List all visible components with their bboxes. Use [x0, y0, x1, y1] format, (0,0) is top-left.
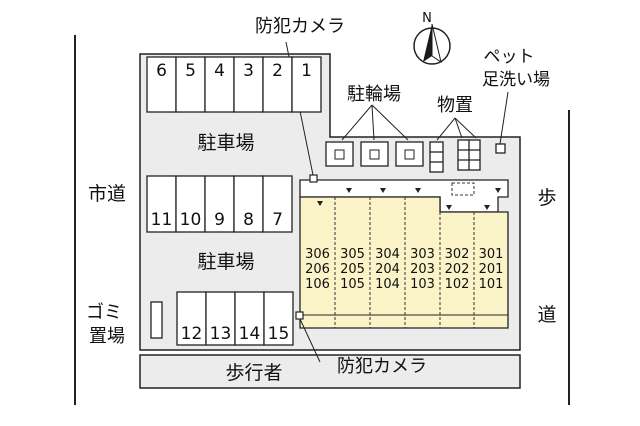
parking-stall-number: 2	[272, 61, 283, 81]
compass-north-label: N	[422, 11, 432, 26]
compass-icon	[413, 23, 451, 65]
parking-stall	[205, 291, 236, 346]
unit-number: 202	[445, 262, 470, 277]
parking-stall-number: 13	[210, 324, 232, 344]
unit-number: 305	[340, 247, 365, 262]
unit-number: 101	[479, 277, 504, 292]
camera-bottom-label: 防犯カメラ	[337, 356, 427, 377]
parking-stall-number: 9	[214, 210, 225, 230]
unit-number: 203	[410, 262, 435, 277]
parking-stall	[234, 291, 265, 346]
parking-stall	[291, 56, 322, 113]
garbage-label-line1: ゴミ	[86, 302, 122, 323]
entrance-markers	[317, 188, 501, 210]
parking-stall-number: 1	[301, 61, 312, 81]
camera-top-marker	[309, 174, 318, 183]
bicycle-parking-label: 駐輪場	[347, 84, 401, 105]
storage-units	[429, 139, 481, 173]
unit-number: 302	[445, 247, 470, 262]
unit-number: 304	[375, 247, 400, 262]
unit-dividers	[334, 182, 475, 328]
pedestrian-path	[139, 354, 521, 389]
sidewalk-label-char2: 道	[537, 304, 556, 326]
sidewalk-label-char1: 歩	[537, 187, 556, 209]
pet-wash-pointer	[499, 91, 509, 145]
camera-top-label: 防犯カメラ	[255, 16, 345, 37]
parking-stall-number: 8	[243, 210, 254, 230]
parking-stall-number: 12	[181, 324, 203, 344]
unit-number: 105	[340, 277, 365, 292]
parking-stall-number: 14	[239, 324, 261, 344]
parking-stall-number: 7	[272, 210, 283, 230]
parking-stall-number: 6	[156, 61, 167, 81]
parking-row-bottom: 12 13 14 15	[176, 291, 294, 346]
unit-number: 206	[305, 262, 330, 277]
unit-numbers: 3062061063052051053042041043032031033022…	[305, 247, 503, 292]
pedestrian-label: 歩行者	[225, 362, 282, 384]
unit-number: 102	[445, 277, 470, 292]
unit-number: 306	[305, 247, 330, 262]
unit-number: 104	[375, 277, 400, 292]
parking-stall	[233, 56, 264, 113]
bicycle-parking-boxes	[325, 141, 424, 167]
unit-number: 103	[410, 277, 435, 292]
parking-stall	[262, 56, 293, 113]
camera-bottom-pointer	[299, 318, 321, 363]
parking-stall-number: 4	[214, 61, 225, 81]
parking-stall	[263, 291, 294, 346]
pet-wash-label-line2: 足洗い場	[482, 70, 550, 90]
parking-top-label: 駐車場	[197, 132, 254, 154]
parking-stall-number: 3	[243, 61, 254, 81]
unit-number: 204	[375, 262, 400, 277]
parking-stall	[175, 175, 206, 233]
storage-label: 物置	[437, 95, 473, 116]
parking-stall-number: 15	[268, 324, 290, 344]
camera-bottom-marker	[295, 311, 304, 320]
unit-number: 106	[305, 277, 330, 292]
parking-stall	[204, 175, 235, 233]
parking-stall	[176, 291, 207, 346]
pet-wash-label-line1: ペット	[484, 47, 535, 67]
unit-number: 303	[410, 247, 435, 262]
unit-number: 205	[340, 262, 365, 277]
unit-number: 201	[479, 262, 504, 277]
parking-stall	[204, 56, 235, 113]
city-road-label: 市道	[88, 183, 126, 205]
parking-stall-number: 11	[151, 210, 173, 230]
parking-stall-number: 10	[180, 210, 202, 230]
building	[299, 196, 509, 329]
unit-number: 301	[479, 247, 504, 262]
bicycle-parking-pointers	[341, 104, 409, 141]
parking-stall	[146, 175, 177, 233]
storage-pointers	[436, 117, 477, 141]
parking-stall	[146, 56, 177, 113]
parking-stall	[262, 175, 293, 233]
parking-stall	[233, 175, 264, 233]
parking-middle-label: 駐車場	[197, 251, 254, 273]
parking-stall-number: 5	[185, 61, 196, 81]
pet-wash-marker	[495, 143, 506, 154]
garbage-box	[150, 301, 163, 339]
garbage-label-line2: 置場	[89, 326, 125, 347]
